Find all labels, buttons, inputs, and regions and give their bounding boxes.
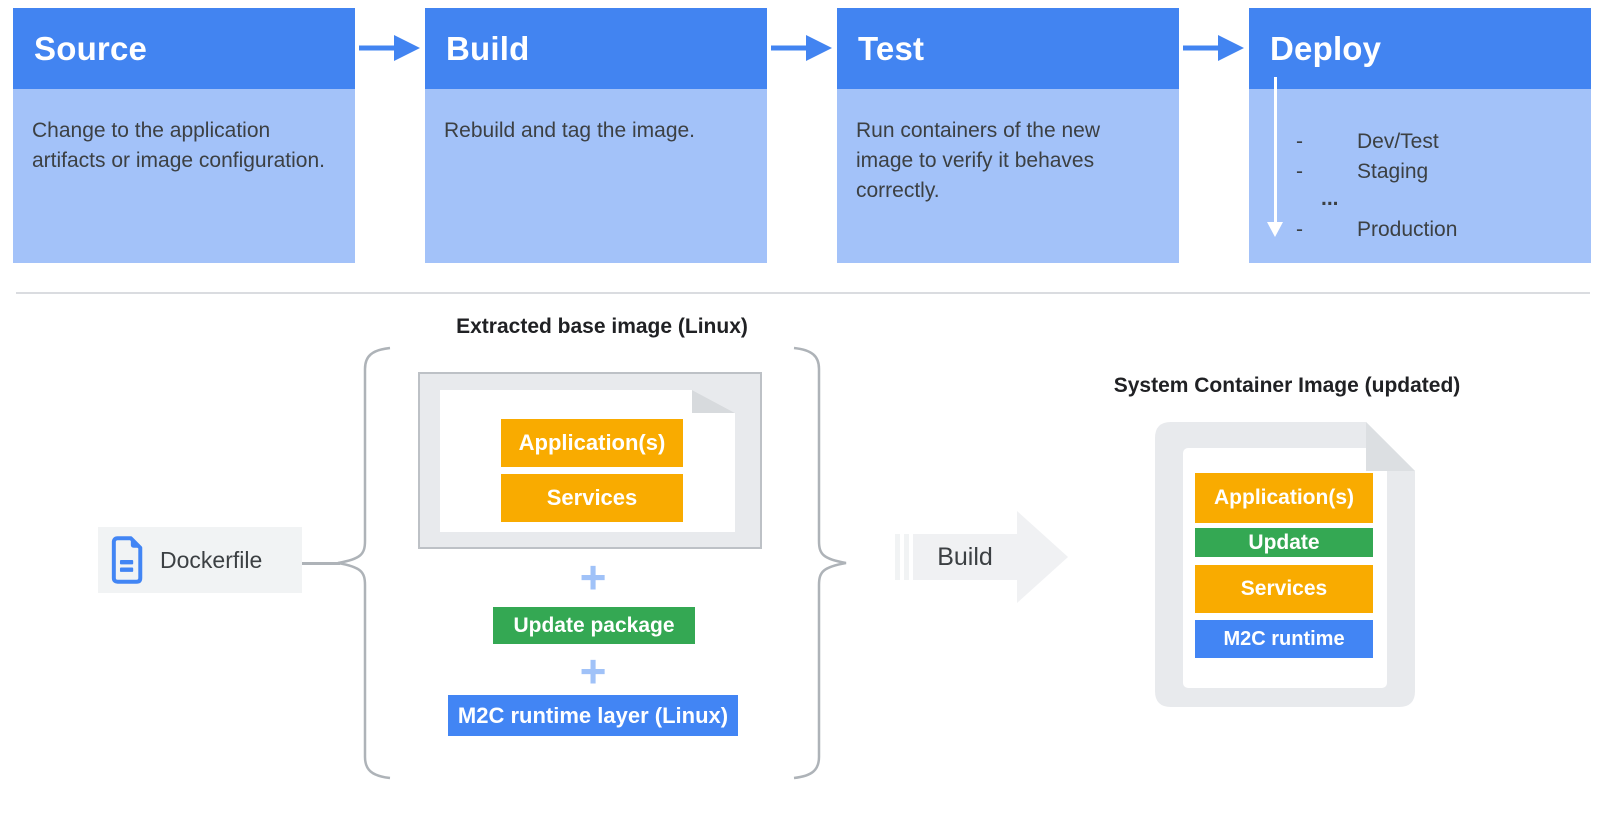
layer-chip-services: Services xyxy=(501,474,683,522)
stage-title-deploy: Deploy xyxy=(1249,8,1591,89)
dockerfile-chip: Dockerfile xyxy=(98,527,302,593)
layer-chip-services: Services xyxy=(1195,565,1373,613)
deploy-target-row: - Dev/Test xyxy=(1293,127,1457,157)
stage-card-source: Source Change to the application artifac… xyxy=(13,8,355,263)
deploy-target-row: ... xyxy=(1293,187,1457,215)
deploy-target-list: - Dev/Test - Staging ... - Production xyxy=(1293,127,1457,245)
layer-chip-applications: Application(s) xyxy=(1195,473,1373,523)
deploy-target-row: - Staging xyxy=(1293,157,1457,187)
stage-card-test: Test Run containers of the new image to … xyxy=(837,8,1179,263)
right-brace-icon xyxy=(793,346,847,780)
dockerfile-label: Dockerfile xyxy=(160,546,263,573)
result-image-document: Application(s) Update Services M2C runti… xyxy=(1155,422,1415,707)
stage-title-source: Source xyxy=(13,8,355,89)
layer-chip-update: Update xyxy=(1195,528,1373,557)
dockerfile-brace-connector xyxy=(302,562,340,565)
stage-title-test: Test xyxy=(837,8,1179,89)
build-arrow-icon xyxy=(895,511,1068,603)
build-arrow-label: Build xyxy=(937,543,993,571)
deploy-order-arrowhead-icon xyxy=(1267,222,1283,237)
stage-description-build: Rebuild and tag the image. xyxy=(425,89,767,263)
section-divider xyxy=(16,292,1590,294)
stage-description-source: Change to the application artifacts or i… xyxy=(13,89,355,263)
stage-body-deploy xyxy=(1249,89,1591,263)
runtime-layer-chip: M2C runtime layer (Linux) xyxy=(448,695,738,736)
base-image-frame: Application(s) Services xyxy=(418,372,762,549)
plus-icon: + xyxy=(579,645,607,697)
deploy-target-label: Dev/Test xyxy=(1357,130,1439,153)
deploy-target-label: ... xyxy=(1321,187,1339,210)
layer-chip-m2c-runtime: M2C runtime xyxy=(1195,620,1373,658)
base-image-title: Extracted base image (Linux) xyxy=(456,315,748,338)
update-package-chip: Update package xyxy=(493,607,695,644)
result-image-title: System Container Image (updated) xyxy=(1113,374,1461,397)
bullet-dash: - xyxy=(1296,160,1303,183)
plus-icon: + xyxy=(579,551,607,603)
bullet-dash: - xyxy=(1296,218,1303,241)
deploy-target-label: Staging xyxy=(1357,160,1429,183)
document-icon xyxy=(111,536,143,584)
stage-title-build: Build xyxy=(425,8,767,89)
stage-flow-arrow-icon xyxy=(1183,35,1244,61)
stage-description-test: Run containers of the new image to verif… xyxy=(837,89,1179,263)
stage-card-build: Build Rebuild and tag the image. xyxy=(425,8,767,263)
deploy-target-label: Production xyxy=(1357,218,1458,241)
deploy-order-arrow-icon xyxy=(1274,77,1277,223)
layer-chip-applications: Application(s) xyxy=(501,419,683,467)
stage-flow-arrow-icon xyxy=(359,35,420,61)
bullet-dash: - xyxy=(1296,130,1303,153)
stage-flow-arrow-icon xyxy=(771,35,832,61)
deploy-target-row: - Production xyxy=(1293,215,1457,245)
stage-card-deploy: Deploy - Dev/Test - Staging ... - Produc… xyxy=(1249,8,1591,263)
